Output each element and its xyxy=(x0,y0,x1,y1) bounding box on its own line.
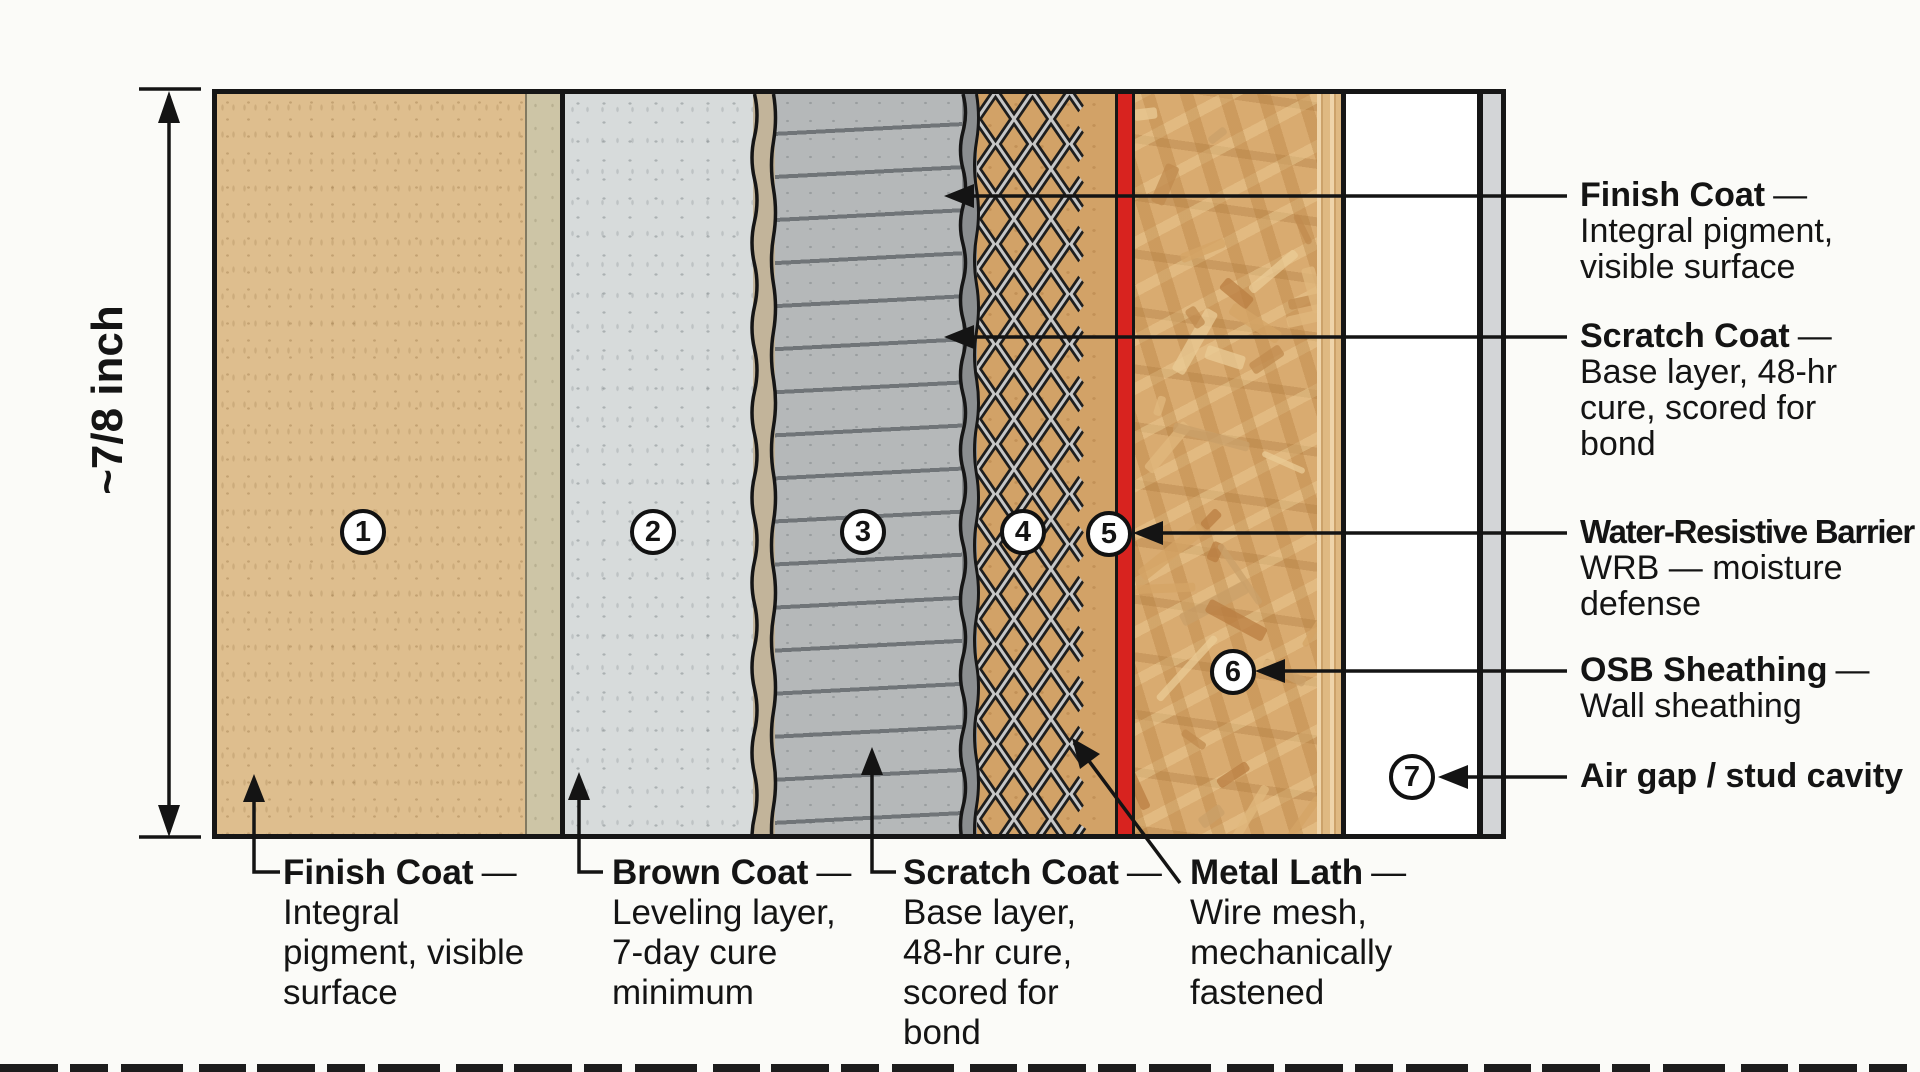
marker-4-metal-lath: 4 xyxy=(1000,509,1046,555)
label-scratch-coat-right: Scratch Coat— Base layer, 48-hr cure, sc… xyxy=(1580,317,1838,463)
label-finish-coat-bottom: Finish Coat— Integral pigment, visible s… xyxy=(283,853,525,1012)
dimension-label: ~7/8 inch xyxy=(83,305,132,495)
marker-5-wrb: 5 xyxy=(1086,511,1132,557)
wall-cross-section xyxy=(212,89,1506,839)
marker-7-air-gap: 7 xyxy=(1389,754,1435,800)
marker-2-brown-coat: 2 xyxy=(630,509,676,555)
label-finish-coat-right: Finish Coat— Integral pigment, visible s… xyxy=(1580,176,1834,286)
label-wrb: Water-Resistive Barrier WRB — moisture d… xyxy=(1580,513,1915,623)
arrow-down-icon xyxy=(158,805,180,837)
label-metal-lath: Metal Lath— Wire mesh, mechanically fast… xyxy=(1190,853,1407,1012)
layer-air-gap xyxy=(1346,94,1483,834)
layer-finish-skim xyxy=(525,94,565,834)
torn-edge-artifact xyxy=(0,1064,1920,1072)
layer-osb-sheathing xyxy=(1135,94,1317,834)
marker-3-scratch-coat: 3 xyxy=(840,509,886,555)
label-air-gap: Air gap / stud cavity xyxy=(1580,757,1904,795)
arrow-up-icon xyxy=(158,91,180,123)
layer-brown-coat xyxy=(565,94,753,834)
layer-finish-coat xyxy=(217,94,525,834)
layer-scratch-band xyxy=(962,94,977,834)
label-scratch-coat-bottom: Scratch Coat— Base layer, 48-hr cure, sc… xyxy=(903,853,1162,1052)
layer-wrb-red xyxy=(1115,94,1135,834)
layer-interior-strip xyxy=(1483,94,1501,834)
marker-1-finish-coat: 1 xyxy=(340,509,386,555)
layer-scratch-coat xyxy=(753,94,962,834)
marker-6-osb: 6 xyxy=(1210,649,1256,695)
layer-metal-lath xyxy=(977,94,1115,834)
layer-stud-edge xyxy=(1317,94,1346,834)
label-osb: OSB Sheathing— Wall sheathing xyxy=(1580,651,1870,725)
label-brown-coat: Brown Coat— Leveling layer, 7-day cure m… xyxy=(612,853,852,1012)
